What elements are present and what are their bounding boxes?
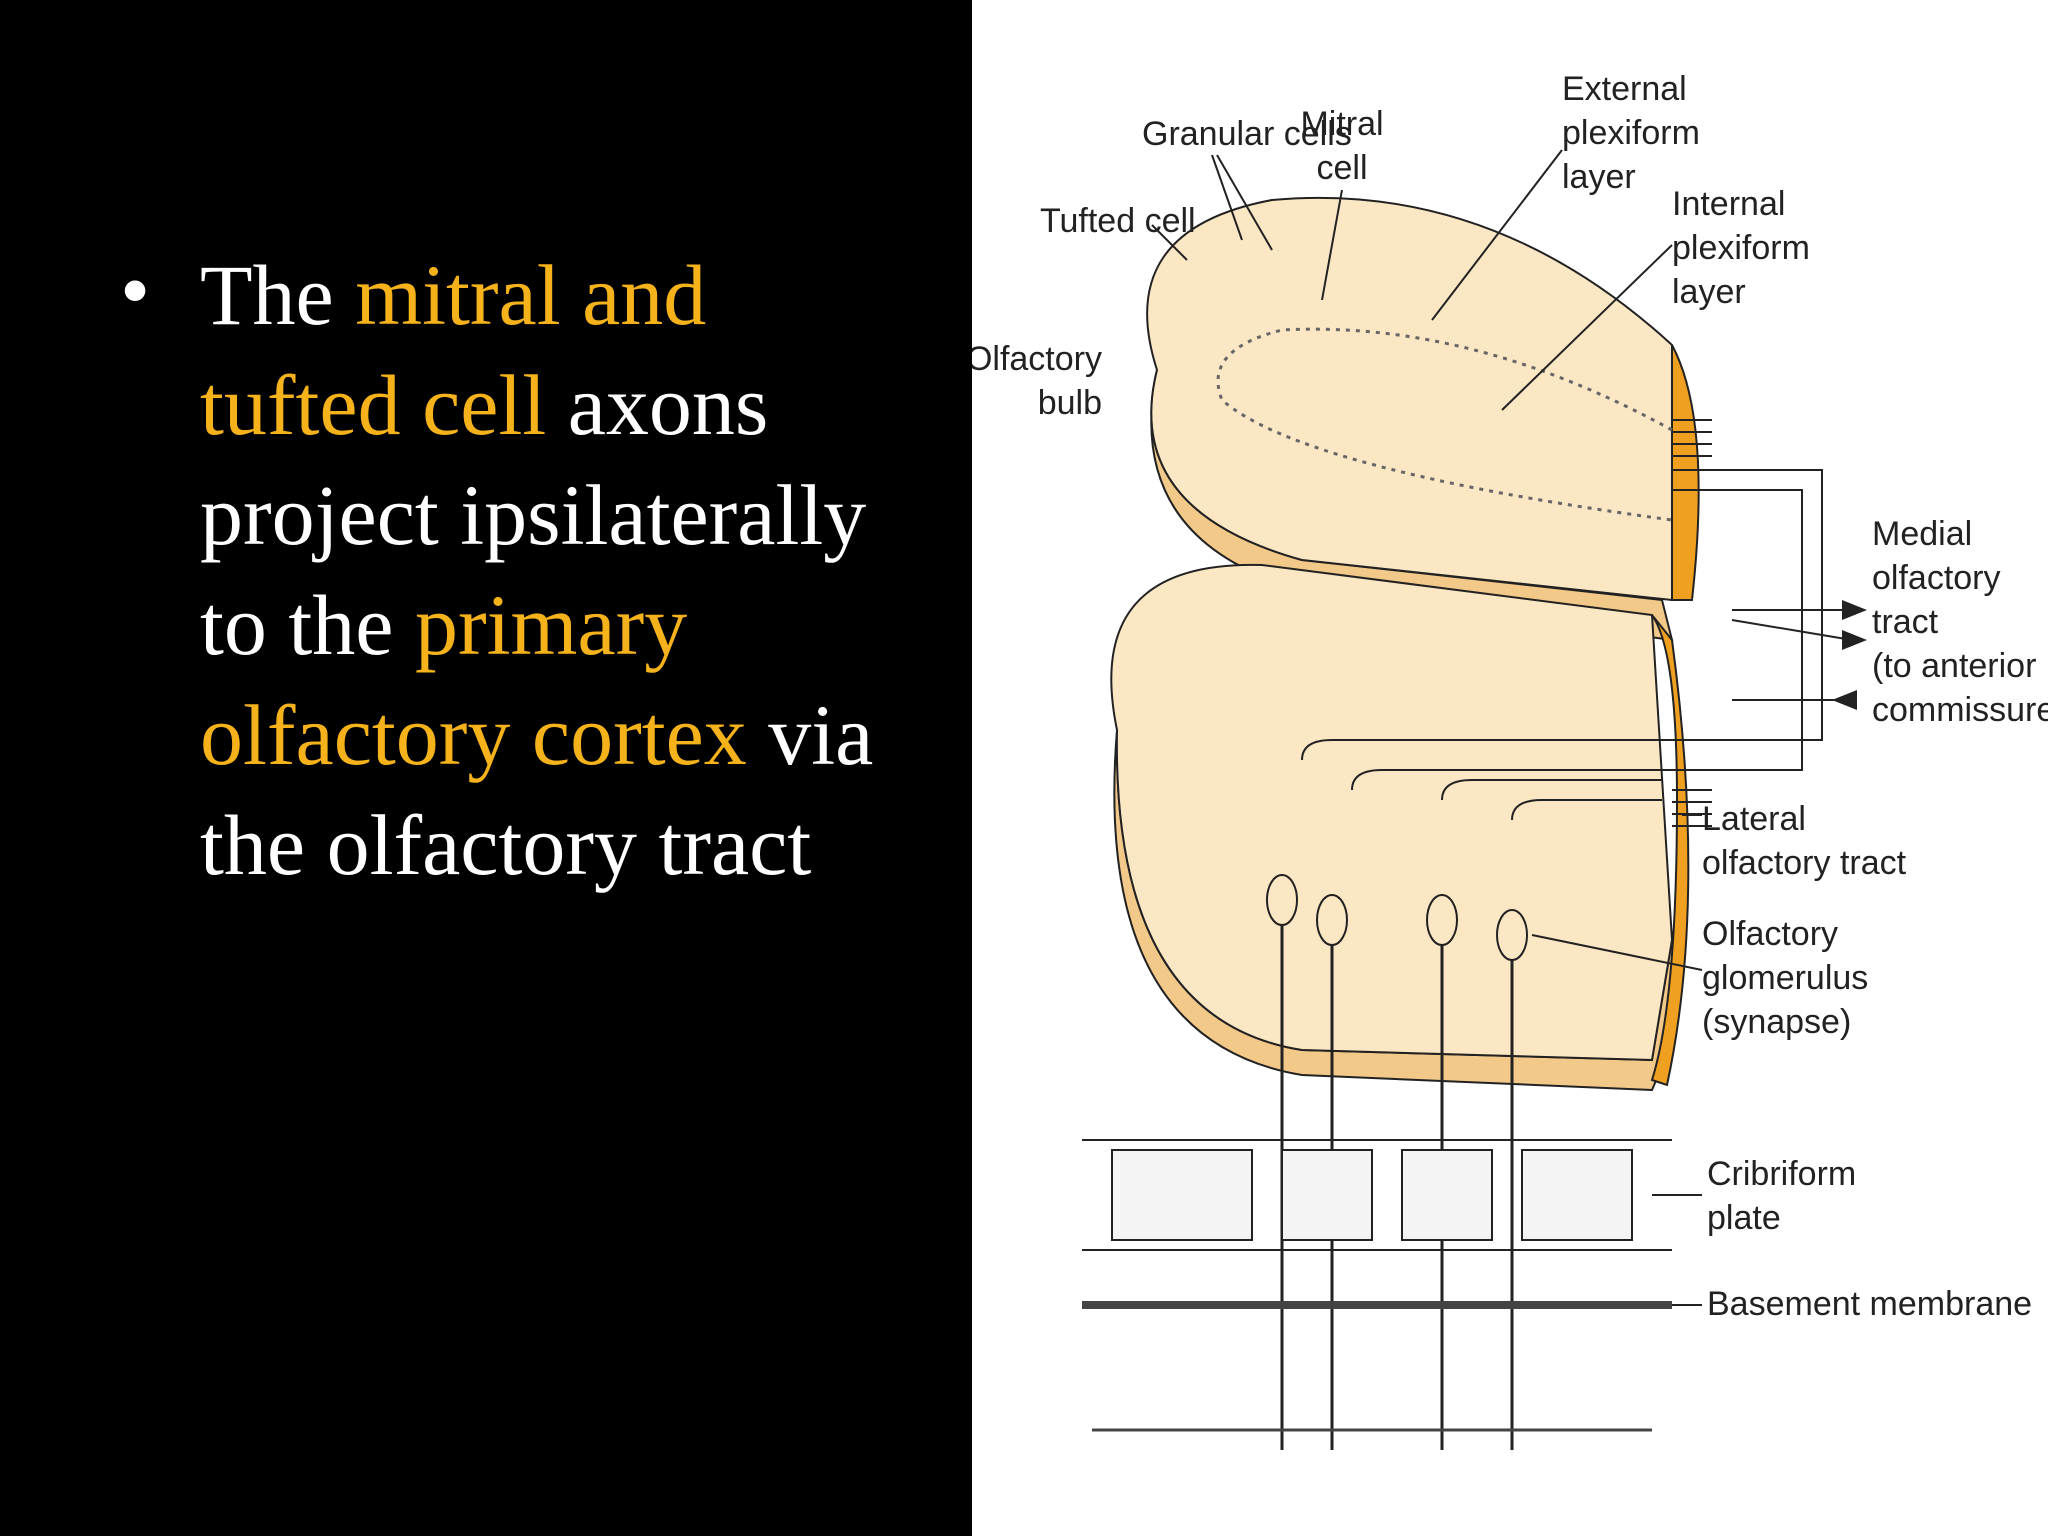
leader-lines xyxy=(1151,149,1703,1306)
label-tufted-cell: Tufted cell xyxy=(1040,202,1196,240)
medial-arrows xyxy=(1832,600,1867,710)
bullet-marker: • xyxy=(120,242,151,338)
upper-bulb-edge xyxy=(1671,344,1700,601)
tract-marks xyxy=(1672,419,1712,827)
lower-bulb-top xyxy=(1110,563,1674,1062)
mitral-layer-outline xyxy=(1216,327,1673,522)
highlight-segment-mitral-tufted: mitral and tufted cell xyxy=(200,247,707,453)
cribriform-plate xyxy=(1082,1139,1672,1251)
text-segment: The xyxy=(200,247,356,343)
text-panel: • The mitral and tufted cell axons proje… xyxy=(0,0,972,1536)
bullet-text: The mitral and tufted cell axons project… xyxy=(200,240,920,900)
highlight-segment-primary-cortex: primary olfactory cortex xyxy=(200,577,747,783)
text-segment: axons project ipsilaterally to the xyxy=(200,357,867,673)
label-granular-cells: Granular cells xyxy=(1142,115,1352,153)
lower-bulb-edge xyxy=(1650,614,1690,1087)
tract-fibers xyxy=(1301,469,1853,821)
label-basement: Basement membrane xyxy=(1707,1285,2032,1323)
text-segment: via the olfactory tract xyxy=(200,687,874,893)
